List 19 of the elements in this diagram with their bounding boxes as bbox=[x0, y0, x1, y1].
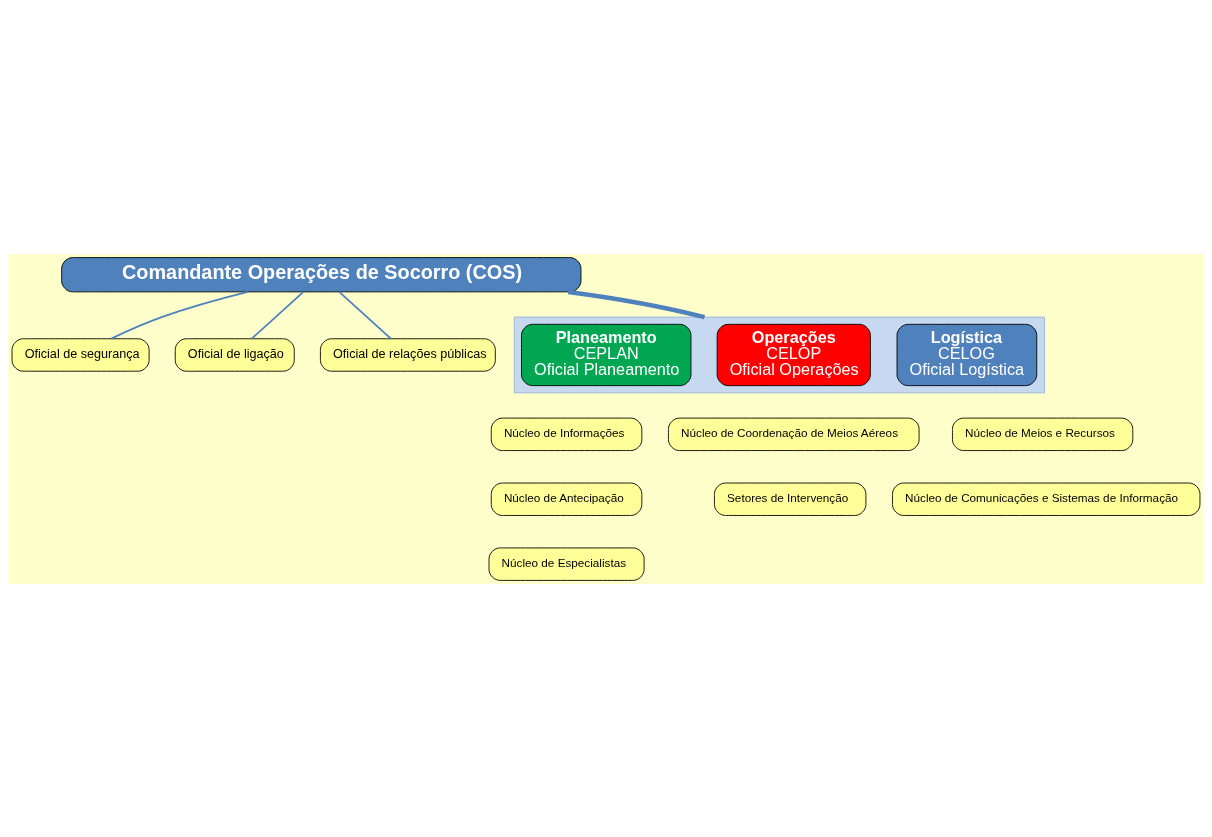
node-box: Oficial de segurança bbox=[11, 337, 150, 372]
node-box: Setores de Intervenção bbox=[713, 482, 867, 516]
node-box: Núcleo de Especialistas bbox=[488, 546, 645, 581]
cluster bbox=[513, 316, 1045, 393]
node-box: Oficial de ligação bbox=[174, 337, 295, 372]
connector bbox=[567, 289, 706, 319]
node-box: Oficial de relações públicas bbox=[319, 337, 496, 372]
node-box: Operações CELOP Oficial Operações bbox=[716, 323, 871, 386]
connector bbox=[110, 290, 249, 339]
node-box: Núcleo de Informações bbox=[490, 417, 643, 451]
connector bbox=[250, 290, 305, 340]
node-box: Núcleo de Antecipação bbox=[490, 482, 643, 516]
node-box: Logística CELOG Oficial Logística bbox=[896, 323, 1038, 386]
node-box: Núcleo de Coordenação de Meios Aéreos bbox=[668, 417, 920, 451]
connector bbox=[338, 290, 392, 340]
node-box: Comandante Operações de Socorro (COS) bbox=[61, 256, 582, 292]
node-box: Núcleo de Comunicações e Sistemas de Informação bbox=[892, 482, 1201, 516]
node-box: Planeamento CEPLAN Oficial Planeamento bbox=[521, 323, 692, 386]
node-box: Núcleo de Meios e Recursos bbox=[952, 417, 1134, 451]
